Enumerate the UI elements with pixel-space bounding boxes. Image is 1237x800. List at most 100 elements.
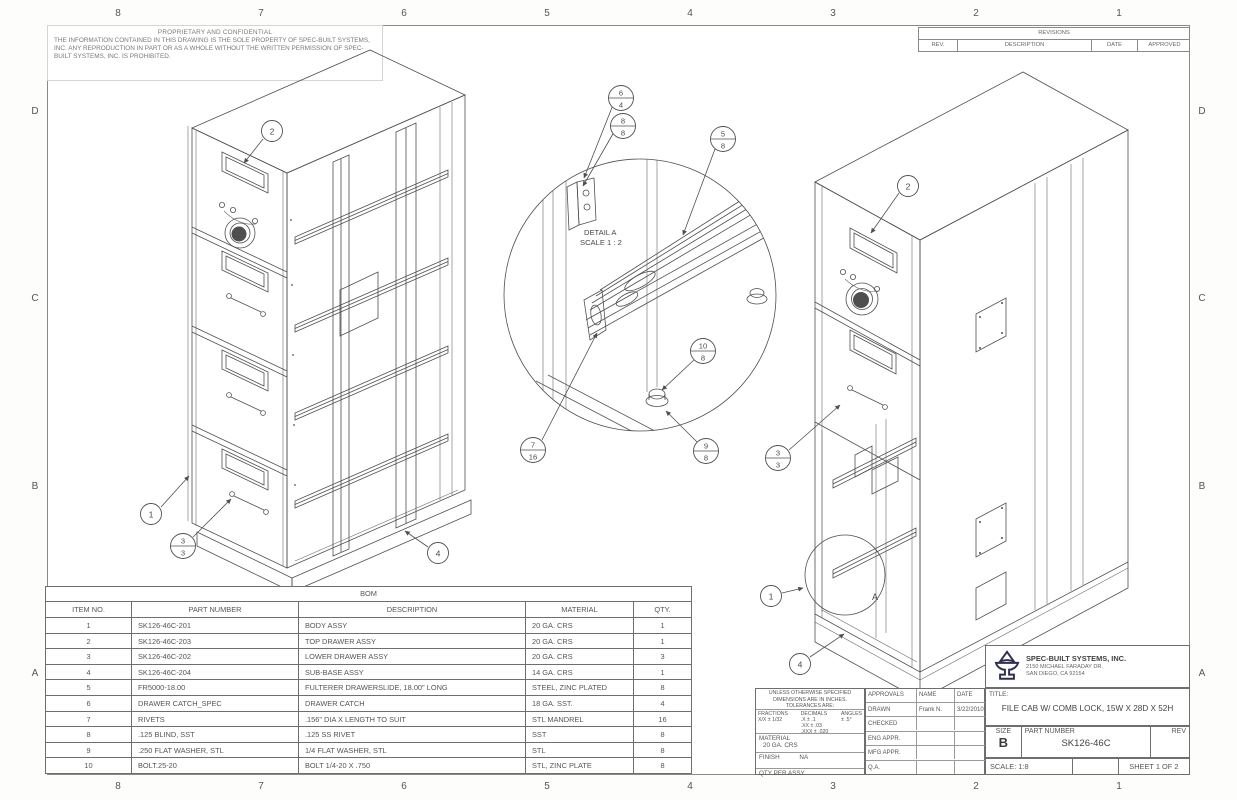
approvals-row-name: [916, 759, 954, 774]
bom-cell: STL: [525, 741, 633, 758]
zone-left: B: [31, 481, 39, 492]
finish-value: NA: [799, 754, 809, 761]
approvals-row-label: ENG APPR.: [866, 730, 916, 745]
balloon-item-10-qty-8: 10 8: [690, 338, 716, 364]
view-detail-a: DETAIL A SCALE 1 : 2 6 4 8 8: [503, 85, 777, 464]
svg-text:3: 3: [776, 449, 780, 458]
finish-section: FINISH NA: [756, 753, 864, 769]
zone-bottom: 4: [687, 781, 693, 792]
approvals-row-name: [916, 745, 954, 760]
bom-cell: TOP DRAWER ASSY: [298, 632, 525, 649]
balloon-item-3-qty-3: 3 3: [170, 533, 196, 559]
svg-text:3: 3: [181, 549, 185, 558]
sheet-value: SHEET 1 OF 2: [1129, 762, 1179, 771]
bom-cell: SUB-BASE ASSY: [298, 663, 525, 680]
drawer-handles-right: [847, 385, 888, 410]
zone-top: 5: [544, 8, 550, 19]
bom-cell: 8: [633, 757, 691, 773]
bom-col-qty: QTY.: [633, 601, 691, 617]
bom-cell: 3: [633, 648, 691, 664]
bom-cell: 1: [633, 632, 691, 649]
scale-value: SCALE: 1:8: [986, 759, 1074, 774]
drawer-label-holders-right: [849, 227, 898, 375]
balloon-item-5-qty-8: 5 8: [710, 126, 736, 152]
zone-bottom: 5: [544, 781, 550, 792]
svg-text:2: 2: [270, 127, 275, 137]
title-section: TITLE: FILE CAB W/ COMB LOCK, 15W X 28D …: [985, 688, 1190, 726]
open-drawer-bays: [821, 419, 918, 663]
bom-cell: BOLT 1/4-20 X .750: [298, 757, 525, 773]
zone-top: 2: [973, 8, 979, 19]
bom-cell: 7: [46, 710, 131, 727]
bom-cell: 16: [633, 710, 691, 727]
svg-text:10: 10: [699, 342, 707, 351]
balloon-item-1: 1: [140, 503, 162, 525]
title-label: TITLE:: [989, 691, 1009, 698]
bom-cell: 10: [46, 757, 131, 773]
zone-left: A: [31, 668, 39, 679]
bom-cell: 5: [46, 679, 131, 695]
svg-text:5: 5: [721, 130, 725, 139]
fractions-value: X/X ± 1/32: [758, 717, 783, 723]
balloon-leaders-left: [160, 138, 429, 548]
detail-indicator-letter: A: [872, 592, 878, 602]
bom-cell: 3: [46, 648, 131, 664]
drawer-slides-left: [294, 169, 449, 509]
bom-cell: .156" DIA X LENGTH TO SUIT: [298, 710, 525, 727]
bom-cell: 20 GA. CRS: [525, 648, 633, 664]
bom-cell: 2: [46, 632, 131, 649]
decimals-value: .XXX ± .020: [800, 729, 829, 735]
bom-cell: 20 GA. CRS: [525, 617, 633, 633]
bom-cell: SK126-46C-201: [131, 617, 298, 633]
zone-right: D: [1198, 106, 1206, 117]
svg-text:3: 3: [181, 537, 185, 546]
fractions-label: FRACTIONS: [758, 711, 788, 717]
drawer-catch-detail: [566, 177, 597, 231]
balloon-leaders-right: [781, 192, 900, 658]
detail-scale: SCALE 1 : 2: [580, 238, 622, 247]
bom-cell: 1: [633, 617, 691, 633]
decimals-value: .XX ± .03: [800, 723, 822, 729]
approvals-row-date: [954, 759, 986, 774]
approvals-row-label: CHECKED: [866, 716, 916, 730]
part-number-label: PART NUMBER: [1024, 728, 1075, 735]
drawer-slide-detail: [583, 191, 776, 341]
bom-title: BOM: [360, 589, 377, 598]
revisions-col-approved: APPROVED: [1137, 40, 1191, 51]
bom-cell: .125 SS RIVET: [298, 726, 525, 742]
qty-section: QTY PER ASSY.: [756, 769, 864, 783]
material-section: MATERIAL 20 GA. CRS: [756, 734, 864, 753]
bom-cell: SK126-46C-202: [131, 648, 298, 664]
svg-text:2: 2: [906, 182, 911, 192]
bom-col-material: MATERIAL: [525, 601, 633, 617]
combination-dial-left: [218, 201, 258, 249]
approvals-table: APPROVALS NAME DATE DRAWN Frank N. 3/22/…: [865, 688, 986, 775]
balloon-leaders-detail: [541, 104, 716, 444]
balloon-item-1: 1: [760, 585, 782, 607]
svg-text:4: 4: [619, 101, 623, 110]
bom-cell: SK126-46C-204: [131, 663, 298, 680]
decimals-value: .X ± .1: [800, 717, 816, 723]
approvals-col-date: DATE: [954, 689, 986, 702]
tolerance-block: UNLESS OTHERWISE SPECIFIED DIMENSIONS AR…: [755, 688, 865, 777]
bom-cell: 4: [633, 694, 691, 711]
detail-indicator-circle: A: [804, 534, 886, 616]
company-address-1: 2150 MICHAEL FARADAY DR.: [1026, 664, 1103, 671]
drawer-handles-left: [226, 293, 269, 515]
zone-bottom: 6: [401, 781, 407, 792]
tolerance-values: FRACTIONS X/X ± 1/32 DECIMALS .X ± .1 .X…: [756, 710, 864, 735]
zone-bottom: 1: [1116, 781, 1122, 792]
bolt-detail: [645, 388, 669, 407]
zone-right: C: [1198, 293, 1206, 304]
svg-text:1: 1: [149, 510, 154, 520]
balloon-item-9-qty-8: 9 8: [693, 438, 719, 464]
bom-cell: RIVETS: [131, 710, 298, 727]
qty-per-assy-label: QTY PER ASSY.: [759, 770, 806, 777]
flange-nut-detail: [746, 288, 768, 305]
approvals-row-date: [954, 745, 986, 760]
proprietary-body: THE INFORMATION CONTAINED IN THIS DRAWIN…: [54, 37, 370, 60]
bom-cell: DRAWER CATCH_SPEC: [131, 694, 298, 711]
approvals-row-name: Frank N.: [916, 701, 954, 716]
bom-col-part-number: PART NUMBER: [131, 601, 298, 617]
